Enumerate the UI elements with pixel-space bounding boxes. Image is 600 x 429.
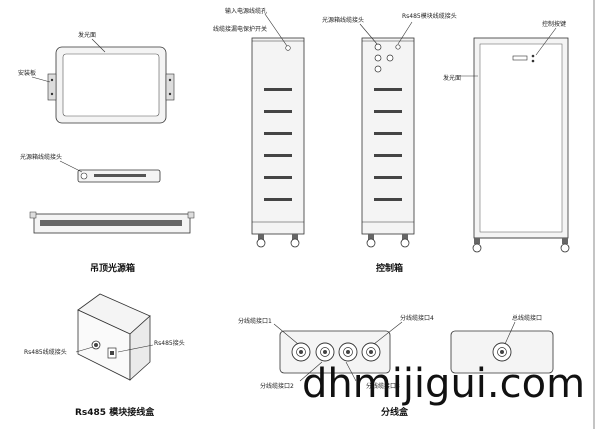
label-port-1: 分线缆接口1 [238,317,272,325]
label-control-button: 控制按键 [542,20,566,28]
back-vents [374,88,402,201]
title-rs485-box: Rs485 模块接线盒 [75,406,155,418]
label-front-light-panel: 发光面 [443,74,461,82]
front-wheels [472,238,570,253]
bottom-vent [40,220,182,226]
side-wheels [256,234,300,248]
control-back-body [361,37,415,235]
junction-ports [291,342,381,362]
junction-box-body [279,330,391,374]
title-ceiling-light-box: 吊顶光源箱 [90,262,135,274]
junction-box-main-group: 总线缆接口 [450,314,554,374]
label-light-connector: 光源箱线缆接头 [20,153,62,161]
back-connectors [374,43,401,73]
ceiling-light-box-group: 发光面 安装板 光源箱线缆接头 吊顶光源箱 [18,31,195,274]
connector-icon [80,172,88,180]
label-rs485-module-connector: Rs485模块线缆接头 [402,12,457,20]
rs485-box-side [129,315,151,381]
side-vents [264,88,292,201]
watermark-text: dhmijigui.com [302,361,585,407]
left-bracket [47,73,57,101]
label-main-port: 总线缆接口 [512,314,542,322]
label-rs485-port: Rs485接头 [154,339,185,347]
title-junction-box: 分线盒 [381,406,409,418]
title-control-box: 控制箱 [376,262,403,274]
label-power-hole: 输入电源线缆孔 [225,7,267,15]
right-bracket [165,73,175,101]
side-vent [94,174,146,177]
back-wheels [366,234,410,248]
control-side-body [251,37,305,235]
label-light-panel: 发光面 [78,31,96,39]
label-leakage-switch: 线缆接漏电保护开关 [213,25,267,33]
label-light-connector-back: 光源箱线缆接头 [322,16,364,24]
label-port-2: 分线缆接口2 [260,382,294,390]
label-port-3: 分线缆接口3 [366,382,400,390]
ceiling-panel-surface [62,53,160,117]
label-port-4: 分线缆接口4 [400,314,434,322]
control-button-icon [512,55,528,61]
label-bracket: 安装板 [18,69,36,77]
control-box-side-group: 输入电源线缆孔 线缆接漏电保护开关 [213,7,305,248]
label-rs485-cable-connector: Rs485线缆接头 [24,348,67,356]
control-box-back-group: 光源箱线缆接头 Rs485模块线缆接头 控制箱 [322,12,457,274]
rs485-box-group: Rs485线缆接头 Rs485接头 Rs485 模块接线盒 [24,293,185,418]
power-hole-icon [285,45,291,51]
control-box-front-group: 控制按键 发光面 [443,20,570,253]
junction-box-ports-group: 分线缆接口1 分线缆接口4 分线缆接口2 分线缆接口3 分线盒 [238,314,434,418]
